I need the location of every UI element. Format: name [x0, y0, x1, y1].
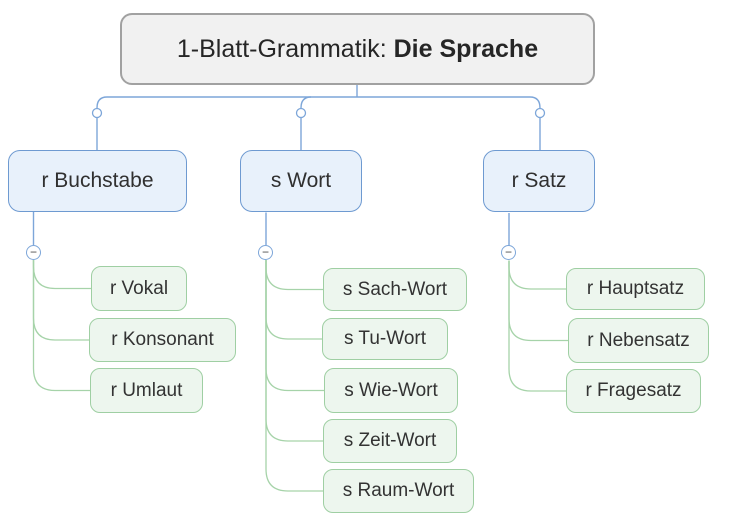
- minus-icon: −: [261, 245, 269, 259]
- branch-topic-buchstabe[interactable]: r Buchstabe: [8, 150, 187, 212]
- minus-icon: −: [504, 245, 512, 259]
- child-topic-wie-wort[interactable]: s Wie-Wort: [324, 368, 458, 413]
- collapse-button-buchstabe[interactable]: −: [26, 245, 41, 260]
- branch-topic-satz[interactable]: r Satz: [483, 150, 595, 212]
- junction-dot: [91, 107, 103, 119]
- root-topic-emphasis: Die Sprache: [393, 34, 539, 63]
- junction-dot: [295, 107, 307, 119]
- child-topic-konsonant[interactable]: r Konsonant: [89, 318, 236, 362]
- root-topic-prefix: 1-Blatt-Grammatik:: [176, 34, 394, 63]
- collapse-button-satz[interactable]: −: [501, 245, 516, 260]
- root-branch-connectors: [32, 85, 541, 246]
- child-topic-vokal[interactable]: r Vokal: [91, 266, 187, 311]
- child-topic-fragesatz[interactable]: r Fragesatz: [566, 369, 701, 413]
- child-topic-tu-wort[interactable]: s Tu-Wort: [322, 318, 448, 360]
- child-topic-umlaut[interactable]: r Umlaut: [90, 368, 203, 413]
- root-topic[interactable]: 1-Blatt-Grammatik: Die Sprache: [120, 13, 595, 85]
- branch-topic-wort[interactable]: s Wort: [240, 150, 362, 212]
- minus-icon: −: [29, 245, 37, 259]
- child-topic-nebensatz[interactable]: r Nebensatz: [568, 318, 709, 363]
- junction-dot: [534, 107, 546, 119]
- junction-dots: [91, 107, 546, 119]
- collapse-button-wort[interactable]: −: [258, 245, 273, 260]
- child-topic-raum-wort[interactable]: s Raum-Wort: [323, 469, 474, 513]
- child-topic-zeit-wort[interactable]: s Zeit-Wort: [323, 419, 457, 463]
- child-topic-sach-wort[interactable]: s Sach-Wort: [323, 268, 467, 311]
- child-topic-hauptsatz[interactable]: r Hauptsatz: [566, 268, 705, 310]
- branch-child-connectors: [32, 260, 568, 492]
